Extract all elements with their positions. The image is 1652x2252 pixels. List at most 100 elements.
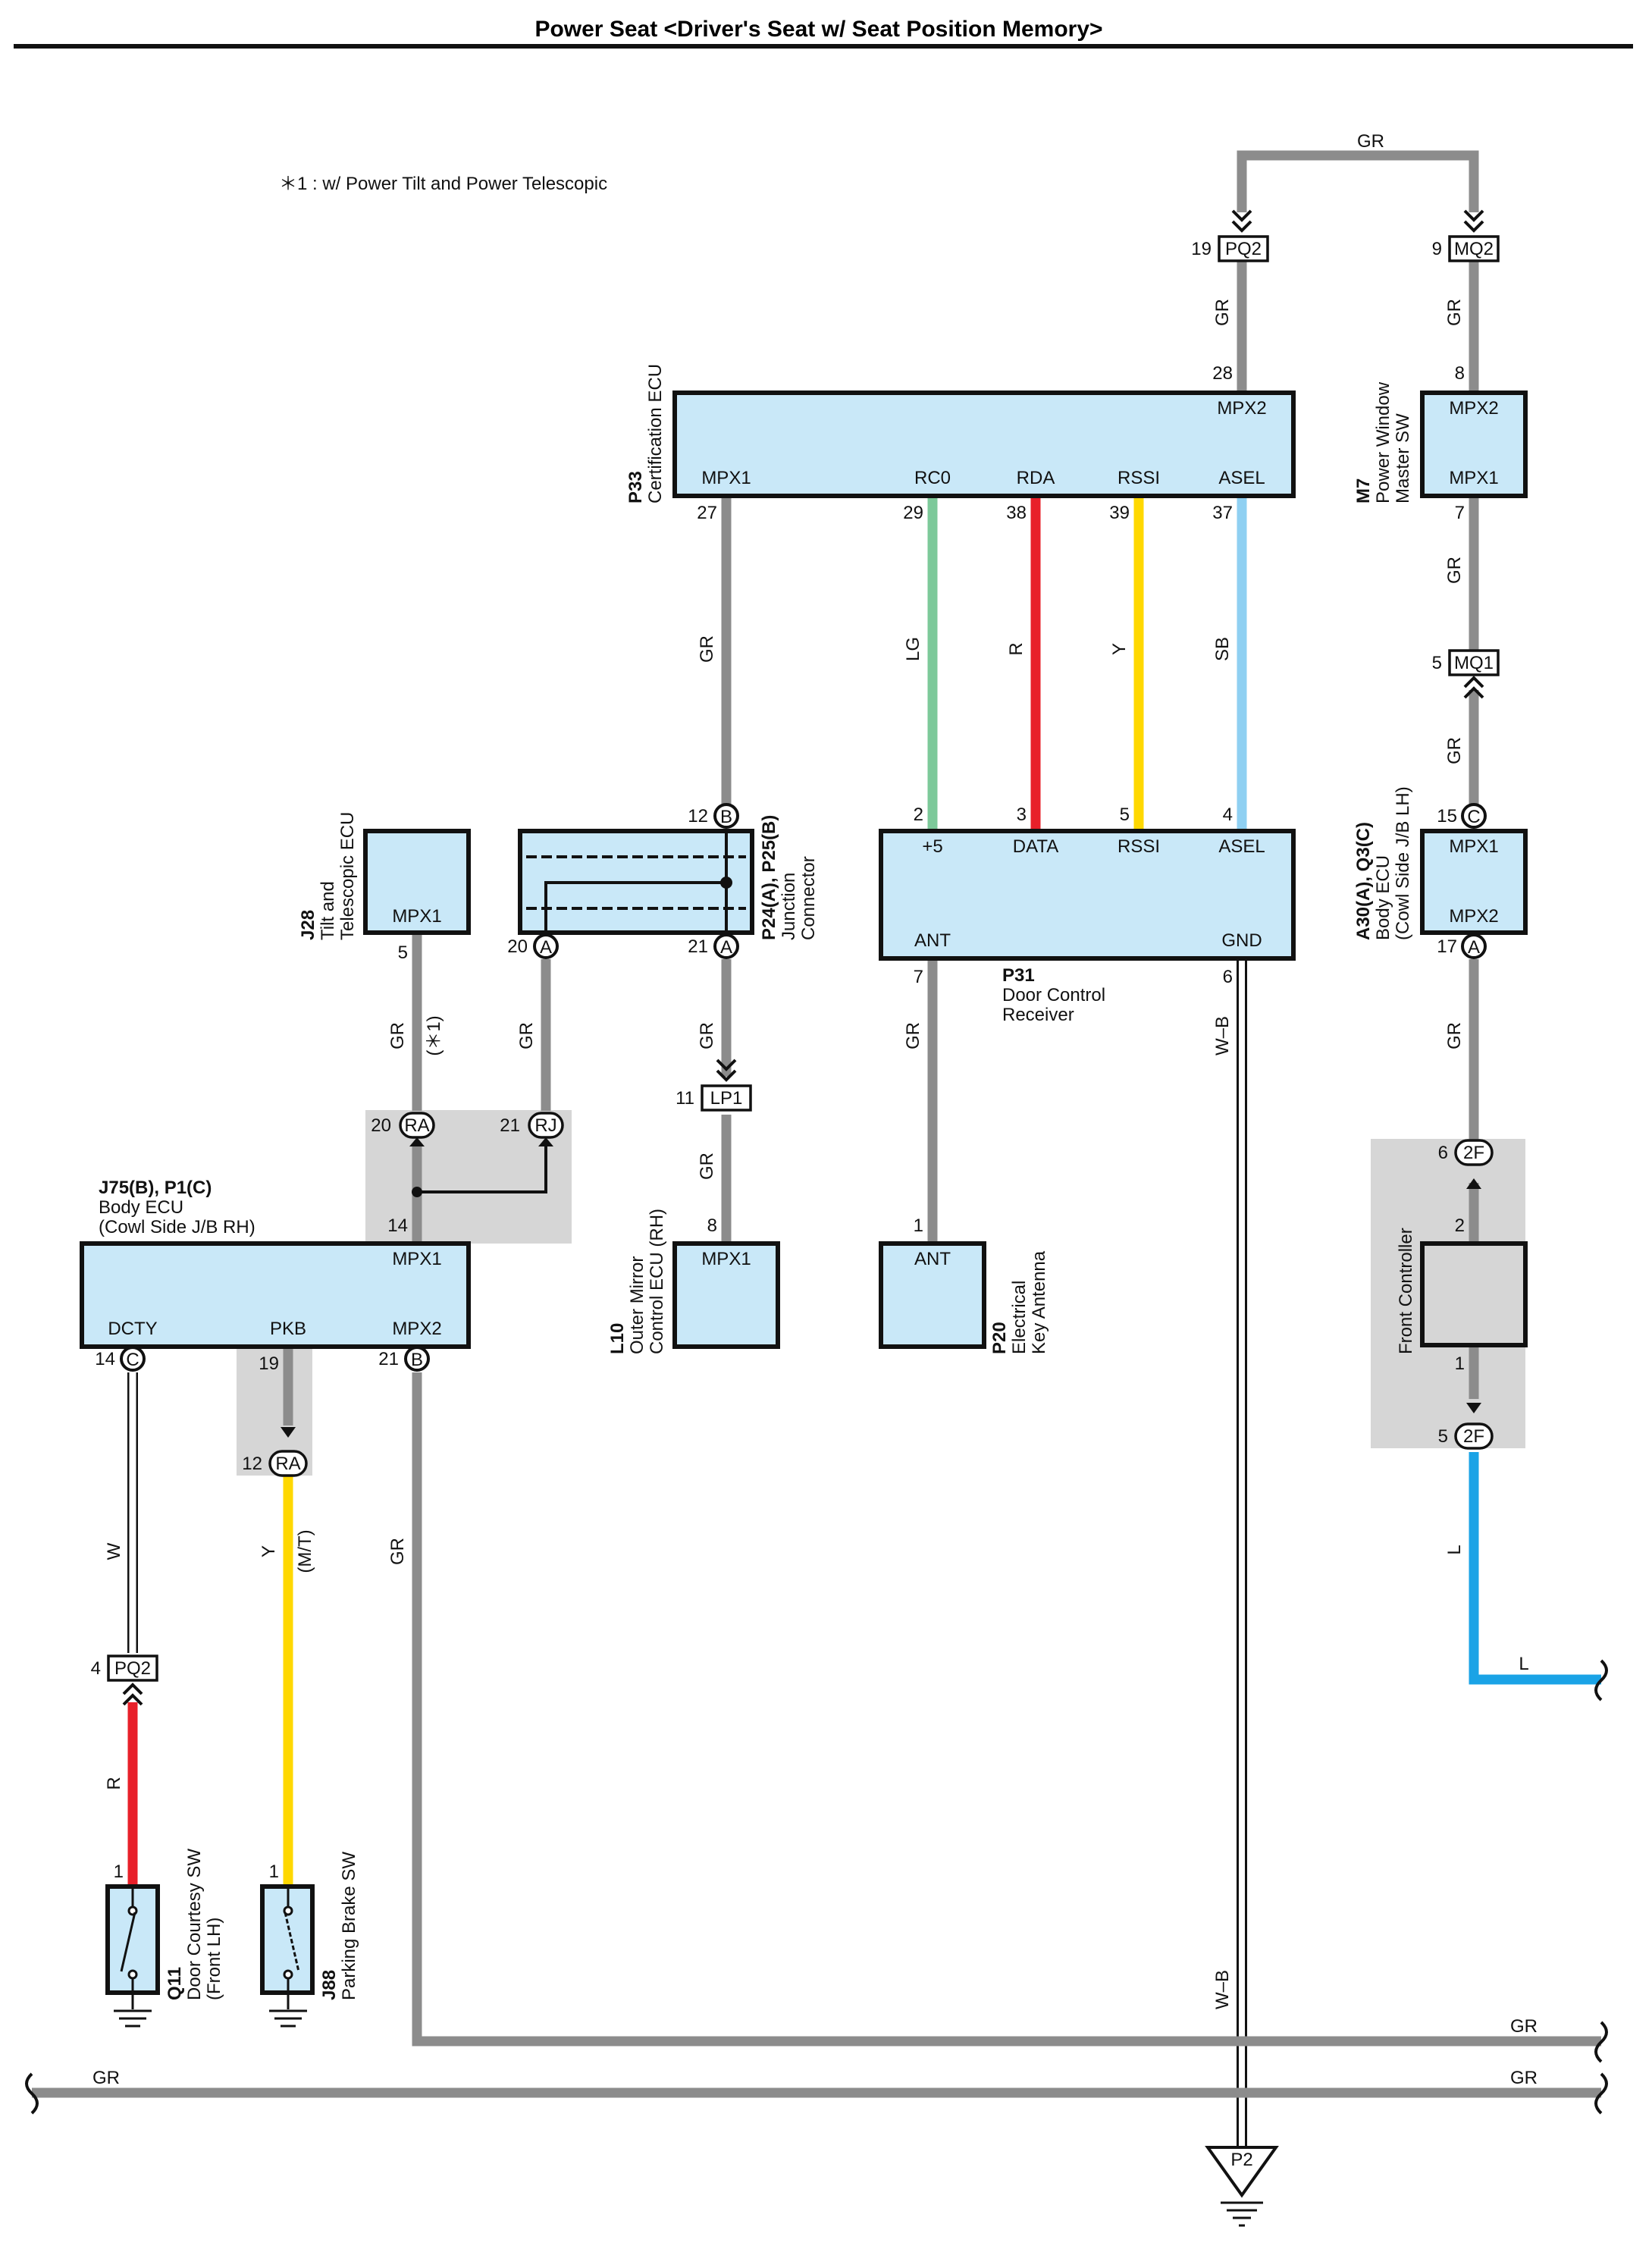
ra-top-arrow-icon <box>409 1137 425 1146</box>
wire-label-y-j88: Y <box>259 1545 279 1557</box>
title-rule <box>14 44 1633 49</box>
m7-pin-mpx2: MPX2 <box>1449 398 1498 419</box>
front-controller-name: Front Controller <box>1396 1228 1416 1354</box>
pin-num-1-p20: 1 <box>914 1215 923 1236</box>
terminal-c-a30 <box>1461 803 1487 829</box>
p31-name-1: Door Control <box>1002 985 1105 1005</box>
p33-pin-rda: RDA <box>1017 468 1055 488</box>
pq2-bottom-connector <box>107 1654 158 1682</box>
wire-label-l-horiz: L <box>1519 1654 1528 1674</box>
terminal-a-junction-20 <box>533 933 559 959</box>
terminal-c-j75-label: C <box>126 1350 139 1370</box>
pin-num-3-p31: 3 <box>1017 805 1027 825</box>
2f-top-connector <box>1454 1139 1494 1166</box>
pin-num-5-2f: 5 <box>1438 1426 1448 1447</box>
ra-bottom-label: RA <box>275 1454 300 1474</box>
pin-num-5-j28: 5 <box>398 943 408 963</box>
q11-name-1: Door Courtesy SW <box>184 1849 205 2000</box>
mq1-label: MQ1 <box>1454 653 1494 673</box>
wire-label-gr-m7: GR <box>1444 557 1465 584</box>
p20-name-2: Key Antenna <box>1029 1250 1049 1354</box>
front-controller-box <box>1420 1241 1528 1347</box>
ra-bottom-connector <box>268 1450 308 1477</box>
wire-label-gr-a30: GR <box>1444 1022 1465 1049</box>
2f-top-label: 2F <box>1463 1143 1484 1163</box>
2f-bottom-arrow-icon <box>1466 1403 1481 1413</box>
pin-num-2-p31: 2 <box>914 805 923 825</box>
wire-label-gr-bus-2: GR <box>1510 2068 1538 2088</box>
pin-num-9-mq2: 9 <box>1432 239 1442 259</box>
p20-code: P20 <box>989 1322 1010 1354</box>
p31-door-control-receiver-box <box>879 829 1296 961</box>
pin-num-29: 29 <box>903 503 923 523</box>
pin-num-11-lp1: 11 <box>676 1088 694 1109</box>
junction-dot <box>720 877 732 889</box>
pin-num-21-b: 21 <box>378 1349 399 1369</box>
j28-pin-mpx1: MPX1 <box>392 906 441 927</box>
footnote: ＊1 : w/ Power Tilt and Power Telescopic <box>279 174 607 194</box>
p31-code: P31 <box>1002 965 1035 986</box>
p33-pin-mpx2: MPX2 <box>1217 398 1266 419</box>
terminal-a-junction-21-label: A <box>720 937 732 958</box>
p2-ground-label: P2 <box>1230 2150 1252 2170</box>
pin-num-14-j75: 14 <box>387 1215 408 1236</box>
j75-pin-dcty: DCTY <box>108 1319 157 1339</box>
pin-num-27: 27 <box>697 503 717 523</box>
pin-num-7-m7: 7 <box>1455 503 1465 523</box>
break-gr-right-2 <box>1594 2072 1608 2115</box>
break-l-right <box>1594 1659 1608 1702</box>
note-star1: (＊1) <box>424 1015 444 1055</box>
2f-bottom-connector <box>1454 1422 1494 1450</box>
pin-num-4-pq2: 4 <box>91 1658 101 1679</box>
p31-pin-plus5: +5 <box>922 836 942 857</box>
pin-num-20-a: 20 <box>507 936 528 957</box>
p33-certification-ecu-box <box>672 390 1296 498</box>
pq2-top-connector-arrow-icon <box>1231 209 1252 233</box>
p33-pin-mpx1: MPX1 <box>701 468 751 488</box>
junction-name-1: Junction <box>779 873 799 940</box>
m7-name-2: Master SW <box>1393 413 1413 503</box>
q11-switch-symbol <box>120 1887 138 2009</box>
pin-num-17-a30: 17 <box>1437 936 1457 957</box>
pin-num-1-front: 1 <box>1455 1353 1465 1374</box>
wire-gr-mpx2-bus <box>412 1372 1601 2047</box>
wire-label-y: Y <box>1109 643 1130 655</box>
break-gr-right-1 <box>1594 2021 1608 2063</box>
mq1-connector <box>1448 649 1500 676</box>
wire-label-gr-j28: GR <box>387 1022 408 1049</box>
p33-code: P33 <box>625 471 646 503</box>
pin-num-8-m7: 8 <box>1455 363 1465 384</box>
terminal-c-a30-label: C <box>1467 807 1480 827</box>
j75-pin-mpx1: MPX1 <box>392 1249 441 1269</box>
m7-power-window-box <box>1420 390 1528 498</box>
pin-num-39: 39 <box>1109 503 1130 523</box>
j28-name-2: Telescopic ECU <box>337 812 358 940</box>
p20-pin-ant: ANT <box>914 1249 951 1269</box>
terminal-c-j75 <box>120 1346 146 1372</box>
pin-num-7-p31: 7 <box>914 967 923 987</box>
break-gr-left <box>25 2072 39 2115</box>
terminal-b-junction <box>713 803 739 829</box>
pin-num-38: 38 <box>1006 503 1027 523</box>
j28-tilt-ecu-box <box>363 829 471 935</box>
q11-code: Q11 <box>165 1967 185 2000</box>
j88-code: J88 <box>319 1970 340 2000</box>
j28-code: J28 <box>298 910 318 940</box>
l10-code: L10 <box>607 1323 628 1354</box>
wire-label-gr-p33: GR <box>697 635 717 663</box>
pin-num-20-ra: 20 <box>371 1115 391 1136</box>
pin-num-19-pkb: 19 <box>259 1353 279 1374</box>
wire-label-gr-mpx2: GR <box>387 1538 408 1565</box>
wire-label-wb-bottom: W–B <box>1212 1970 1233 2009</box>
a30-name-2: (Cowl Side J/B LH) <box>1393 786 1413 940</box>
terminal-a-a30-label: A <box>1468 937 1480 958</box>
mq2-connector <box>1448 235 1500 262</box>
q11-name-2: (Front LH) <box>204 1918 224 2000</box>
p20-name-1: Electrical <box>1009 1281 1030 1354</box>
pin-num-6-2f: 6 <box>1438 1143 1448 1163</box>
p31-pin-gnd: GND <box>1221 930 1262 951</box>
p31-pin-rssi: RSSI <box>1118 836 1160 857</box>
pin-num-12-ra: 12 <box>242 1454 262 1474</box>
j88-switch-symbol <box>283 1887 300 2009</box>
mq2-connector-arrow-icon <box>1463 209 1484 233</box>
